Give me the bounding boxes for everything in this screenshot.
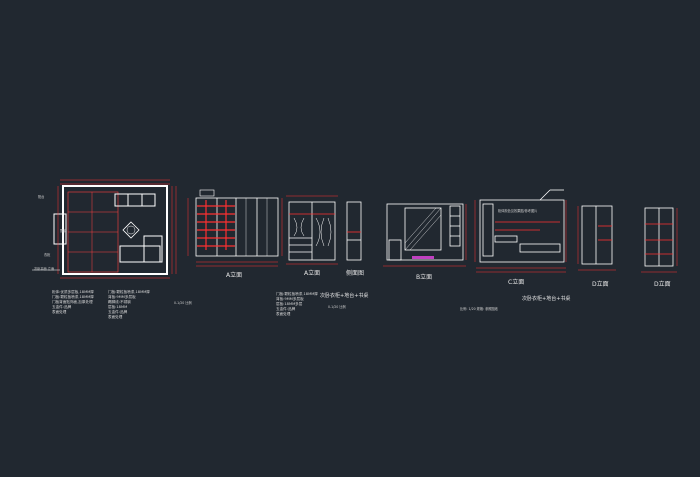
elevation-a2-dims: [286, 195, 338, 265]
plan-side-label: 阳台: [38, 195, 45, 199]
c-top-note: 柜体颜色见效果图/参考图片: [498, 209, 538, 213]
elevation-d1: [581, 205, 613, 265]
label-elevation-d1: D立面: [592, 281, 609, 288]
notes-column-3: 门板:颗粒板喷漆,18MM厚 背板:9MM多层板 层板:18MM多层 五金件:品…: [276, 292, 318, 316]
elevation-a2: [288, 201, 336, 261]
label-side-view: 侧面图: [346, 270, 365, 277]
elevation-b: [386, 203, 464, 261]
plan-scale-note: 次卧平面 立面: [34, 267, 55, 271]
label-elevation-b: B立面: [416, 274, 433, 281]
label-elevation-d2: D立面: [654, 281, 671, 288]
small-text-1: 0-1/20 比例: [174, 301, 192, 305]
plan-bottom-label: 衣柜: [44, 253, 51, 257]
notes-column-2: 门板:颗粒板喷漆,18MM厚 背板:9MM多层板 踢脚线:不锈钢 层板:18MM…: [108, 290, 150, 319]
elevation-c: [479, 189, 565, 263]
label-elevation-c: C立面: [508, 279, 525, 286]
side-view: [346, 201, 362, 261]
label-elevation-a2: A立面: [304, 270, 321, 277]
elevation-b-dims: [383, 204, 467, 267]
elevation-b-highlight: [412, 256, 434, 259]
title-1: 次卧衣柜+地台+书桌: [320, 293, 369, 299]
label-elevation-a1: A立面: [226, 272, 243, 279]
floor-plan: [53, 185, 168, 275]
elevation-a1-shelves: [197, 200, 235, 250]
small-text-2: 0-1/20 比例: [328, 305, 346, 309]
title-2: 次卧衣柜+地台+书桌: [522, 296, 571, 302]
elevation-c-dims: [474, 200, 567, 273]
elevation-a1-dims: [187, 198, 283, 267]
small-text-3: 比例: 1/20 规格: 参照图纸: [460, 307, 498, 311]
floor-plan-dimensions: [32, 179, 177, 279]
elevation-d2: [644, 207, 674, 267]
notes-column-1: 柜体:优质多层板,18MM厚 门板:颗粒板喷漆,18MM厚 门板背面贴饰面,加厚…: [52, 290, 94, 314]
elevation-d1-dims: [577, 206, 616, 271]
elevation-d2-dims: [641, 208, 678, 273]
plan-top-label: 飘窗: [60, 229, 67, 233]
